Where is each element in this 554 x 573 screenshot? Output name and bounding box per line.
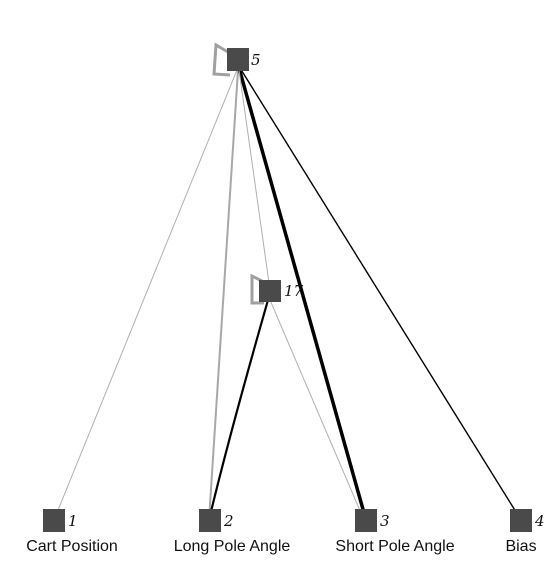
connection-n4-n5	[239, 67, 522, 521]
node-5-id: 5	[251, 51, 261, 69]
node-2[interactable]: 2 Long Pole Angle	[174, 509, 291, 555]
node-17-box	[259, 280, 281, 302]
nodes: 5 17 1 Cart Position 2 Long Pole Angle 3…	[26, 48, 545, 555]
node-4-box	[510, 509, 532, 532]
connection-n17-self-loop	[250, 273, 264, 305]
connection-n2-n5	[208, 69, 239, 521]
node-2-id: 2	[223, 512, 234, 530]
connections	[53, 42, 522, 521]
node-2-label: Long Pole Angle	[174, 538, 291, 555]
connection-n2-n17	[207, 299, 270, 521]
connection-n1-n5	[53, 69, 238, 521]
connection-n5-self-loop	[212, 42, 231, 77]
node-3-label: Short Pole Angle	[335, 538, 454, 555]
connection-n3-n5	[237, 67, 368, 521]
node-17[interactable]: 17	[259, 280, 304, 302]
node-3-box	[355, 509, 377, 532]
node-3-id: 3	[380, 512, 390, 530]
node-4-label: Bias	[505, 538, 536, 555]
connection-n3-n17	[269, 299, 365, 521]
node-1-label: Cart Position	[26, 538, 118, 555]
node-1[interactable]: 1 Cart Position	[26, 509, 118, 555]
node-2-box	[199, 509, 221, 532]
node-1-id: 1	[68, 512, 78, 530]
node-5-box	[227, 48, 249, 71]
node-17-id: 17	[284, 282, 304, 300]
node-3[interactable]: 3 Short Pole Angle	[335, 509, 455, 555]
node-4-id: 4	[534, 512, 545, 530]
node-1-box	[43, 509, 65, 532]
node-4[interactable]: 4 Bias	[505, 509, 545, 555]
node-5[interactable]: 5	[227, 48, 261, 71]
connection-n17-n5	[238, 69, 271, 291]
